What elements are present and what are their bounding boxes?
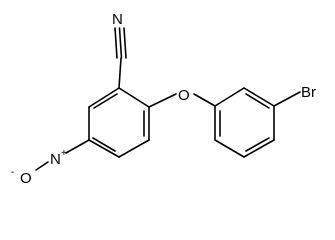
structure-canvas: N O Br N + O - [0, 0, 335, 217]
nitrile-ring-bond [118, 57, 122, 89]
ring1-bond-6 [88, 87, 120, 108]
ring2-double-3 [245, 93, 270, 109]
nitrile-triple-bond-b [118, 27, 123, 59]
nitro-n-label: N [50, 151, 61, 168]
ring2-bond-2 [214, 139, 245, 158]
molecule-diagram: N O Br N + O - [0, 0, 335, 217]
ring2-double-2 [245, 137, 270, 152]
nitro-n-charge: + [61, 148, 67, 159]
bonds [35, 27, 301, 171]
ring1-double-3 [93, 93, 118, 109]
nitrile-triple-bond-c [123, 27, 127, 59]
ring2-bond-5 [243, 87, 275, 107]
ether-o-label: O [178, 87, 190, 104]
ether-bond-right [193, 93, 216, 107]
ring1-bond-1 [118, 87, 150, 108]
ring1-bond-3 [118, 139, 150, 158]
ether-bond-left [148, 93, 177, 108]
nitrile-triple-bond-a [114, 27, 118, 59]
ring1-double-2 [92, 137, 116, 152]
bromine-bond [273, 91, 301, 107]
nitro-o-label: O [20, 170, 32, 187]
ring2-bond-6 [214, 87, 245, 107]
nitro-ring-bond [65, 139, 90, 154]
ring1-bond-4 [88, 139, 120, 158]
nitrile-n-label: N [112, 11, 123, 28]
ring2-bond-3 [243, 139, 275, 158]
bromine-label: Br [301, 84, 316, 101]
background [0, 0, 335, 217]
nitro-o-charge: - [11, 167, 14, 178]
nitro-o-bond [35, 161, 49, 171]
